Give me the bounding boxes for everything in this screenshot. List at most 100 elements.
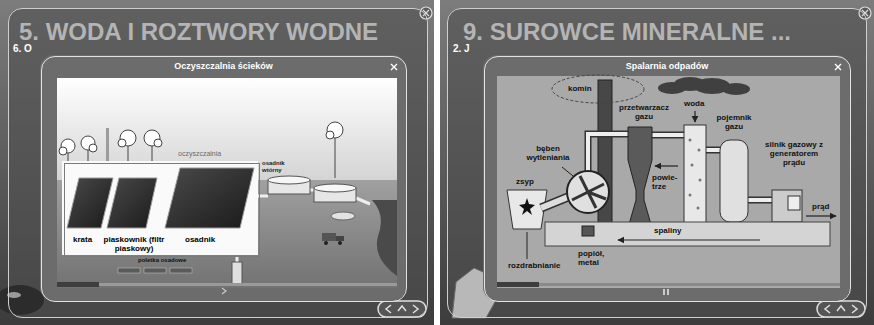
settling-tank [232, 262, 242, 284]
oxidation-drum [567, 171, 609, 213]
river [372, 200, 397, 276]
part-label: zsyp [516, 178, 534, 187]
smoke [658, 77, 750, 95]
screen-frame-fill [447, 8, 867, 318]
part-label: oczyszczalnia [178, 150, 221, 158]
screen-panel: 5. WODA I ROZTWORY WODNE6. O Oczyszczalni… [8, 8, 428, 318]
feed-tube [541, 197, 568, 208]
feed-tube [541, 197, 568, 208]
part-label: pojemnik gazu [712, 114, 756, 132]
section-heading: 9. SUROWCE MINERALNE ... [463, 19, 791, 45]
gas-engine [772, 190, 802, 222]
gas-tank [720, 140, 748, 222]
navigation-buttons [413, 305, 418, 313]
close-button [423, 10, 429, 16]
flow-arrow [806, 215, 836, 216]
scene-ground [497, 76, 840, 288]
water-column [697, 207, 700, 210]
close-button [859, 7, 871, 19]
settling-tank [314, 184, 356, 192]
navigation-buttons [837, 306, 845, 311]
flow-arrow [618, 111, 836, 240]
sludge-beds [144, 268, 166, 273]
oxidation-drum [567, 171, 609, 213]
sludge-pile [331, 212, 355, 220]
screen-background [0, 0, 434, 325]
close-button [862, 10, 868, 16]
chimney-callout [552, 75, 644, 103]
river [372, 200, 397, 276]
scene-ground [497, 76, 840, 288]
filter-plate [67, 178, 113, 228]
part-label: poletka osadowe [138, 257, 186, 264]
settling-tank [268, 176, 310, 184]
water-column [689, 194, 692, 197]
chimney-callout [552, 75, 644, 103]
navigation-buttons [852, 305, 857, 313]
part-label: osadnik wtórny [262, 160, 292, 173]
water-column [689, 139, 692, 142]
navigation-buttons [817, 301, 865, 317]
section-heading: 5. WODA I ROZTWORY WODNE [19, 19, 378, 45]
part-label: rozdrabnianie [508, 262, 560, 271]
tree [335, 138, 336, 178]
flow-arrow [694, 111, 695, 122]
screen-background [440, 0, 874, 325]
gas-engine [772, 190, 802, 222]
flow-arrow [655, 165, 678, 166]
navigation-buttons [386, 305, 391, 313]
leader-line [562, 167, 573, 176]
filter-plate [107, 178, 157, 228]
subsection-number: 6. O [13, 43, 32, 54]
base-slab [545, 222, 830, 246]
tree [327, 122, 343, 138]
hopper [519, 198, 535, 215]
popup-fill [483, 55, 850, 301]
part-label: silnik gazowy z generatorem prądu [764, 141, 824, 167]
inset-ground [62, 161, 258, 255]
part-label: spaliny [654, 227, 682, 236]
flow-arrow [618, 239, 760, 240]
tree [154, 139, 162, 147]
progress-bar [663, 289, 665, 295]
water-drop [0, 285, 44, 315]
truck [324, 241, 328, 245]
popup-fill [40, 55, 850, 301]
truck [322, 233, 336, 241]
navigation-buttons [398, 306, 406, 311]
hopper [507, 190, 547, 229]
tree [326, 131, 334, 139]
water-column [691, 164, 694, 167]
sludge-beds [118, 268, 140, 273]
ash-bin [582, 226, 594, 236]
window-title: Oczyszczalnia ścieków [42, 62, 405, 72]
part-label: komin [568, 85, 592, 94]
inset-ground [62, 161, 258, 255]
water-column [698, 149, 701, 152]
pipe [356, 198, 370, 204]
gas-converter [628, 127, 652, 228]
pipe [310, 189, 314, 192]
water-drop [0, 285, 44, 315]
navigation-buttons [825, 305, 830, 313]
sludge-pile [331, 212, 355, 220]
progress-bar [497, 283, 840, 286]
water-column [684, 125, 706, 225]
gas-tank [720, 140, 748, 222]
part-label: przetwarzacz gazu [615, 104, 673, 122]
popup-window: Oczyszczalnia ściekówkratapiaskownik (fi… [41, 56, 407, 302]
part-label: powie- trze [652, 174, 682, 192]
water-column [699, 179, 702, 182]
screen-frame-fill [8, 8, 867, 318]
navigation-buttons [378, 301, 426, 317]
popup-close-icon [391, 64, 841, 70]
base-slab [545, 222, 830, 246]
progress-bar [497, 282, 840, 295]
oxidation-drum [572, 176, 606, 208]
part-label: popiół, metal [578, 250, 614, 268]
close-button [420, 7, 432, 19]
navigation-buttons [378, 301, 865, 317]
